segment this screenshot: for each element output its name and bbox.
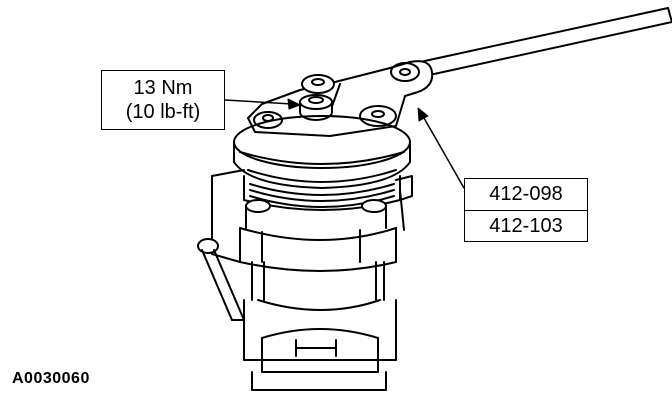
tool-callout-divider [465,210,587,211]
tool-callout: 412-098 412-103 [464,178,588,242]
torque-leader [224,98,301,110]
tool-leader [417,107,465,189]
torque-metric-value: 13 Nm [133,77,193,99]
holding-tool-head [247,60,434,137]
clutch-pulley [233,115,413,211]
lower-housing [243,299,397,391]
compressor-body [211,169,405,311]
holding-tool-handle [419,7,672,77]
side-lever [197,238,245,321]
tool-number-2: 412-103 [489,215,563,237]
figure-id: A0030060 [12,370,90,387]
torque-imperial-value: (10 lb-ft) [125,101,201,123]
tool-number-1: 412-098 [489,183,563,205]
torque-callout: 13 Nm (10 lb-ft) [101,70,225,130]
